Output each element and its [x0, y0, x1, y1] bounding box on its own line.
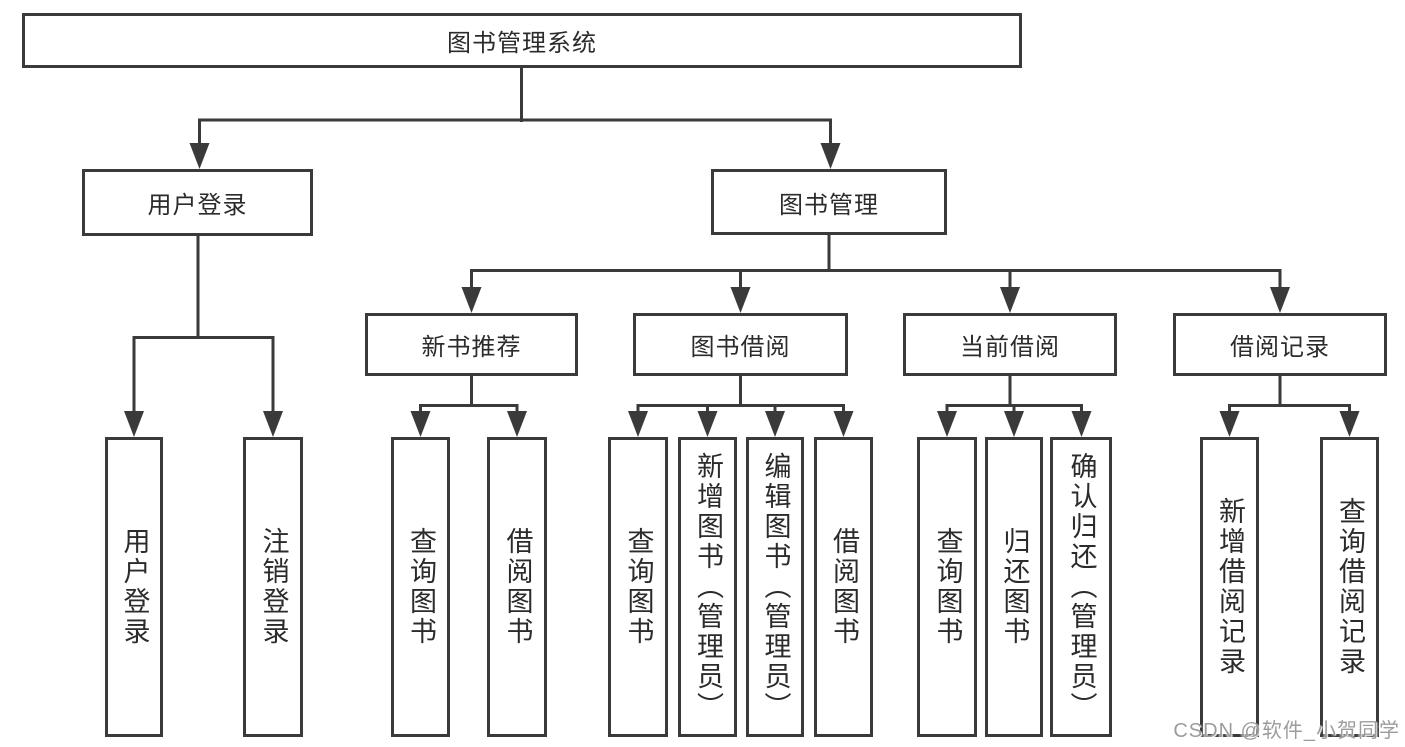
leaf-logout: 注销登录 [243, 437, 303, 737]
node-new-book-recommend: 新书推荐 [365, 313, 578, 376]
node-borrowing-records: 借阅记录 [1173, 313, 1387, 376]
leaf-borrow-books-2: 借阅图书 [814, 437, 873, 737]
leaf-add-book-admin: 新增图书（管理员） [678, 437, 737, 737]
node-current-borrowing: 当前借阅 [903, 313, 1117, 376]
leaf-user-login: 用户登录 [105, 437, 163, 737]
watermark: CSDN @软件_小贺同学 [1173, 720, 1400, 742]
leaf-query-books: 查询图书 [391, 437, 450, 737]
node-book-management: 图书管理 [711, 169, 947, 235]
leaf-confirm-return-admin: 确认归还（管理员） [1050, 437, 1112, 737]
leaf-edit-book-admin: 编辑图书（管理员） [746, 437, 804, 737]
leaf-query-borrow-record: 查询借阅记录 [1320, 437, 1379, 737]
node-library-system: 图书管理系统 [22, 13, 1022, 68]
leaf-borrow-books: 借阅图书 [487, 437, 547, 737]
node-book-borrowing: 图书借阅 [633, 313, 848, 376]
leaf-query-books-2: 查询图书 [608, 437, 668, 737]
leaf-query-books-3: 查询图书 [917, 437, 977, 737]
leaf-return-book: 归还图书 [985, 437, 1043, 737]
node-user-login: 用户登录 [82, 169, 313, 236]
leaf-add-borrow-record: 新增借阅记录 [1200, 437, 1259, 737]
